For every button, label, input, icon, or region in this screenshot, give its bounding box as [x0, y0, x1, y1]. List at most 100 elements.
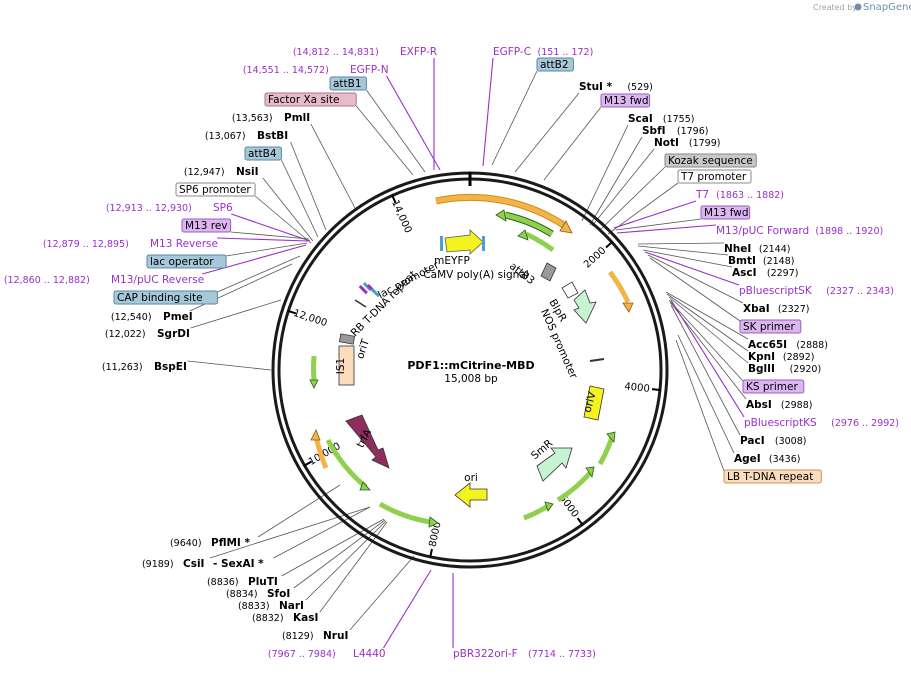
plasmid-size: 15,008 bp: [444, 373, 498, 385]
label-name: ScaI: [628, 113, 653, 125]
leader-line: [281, 518, 385, 577]
leader-line: [668, 296, 749, 364]
label-name: BspEI: [154, 361, 187, 373]
label-box: [664, 153, 757, 168]
label-box: [742, 379, 805, 394]
label-range: (529): [627, 82, 653, 93]
label-box: [113, 290, 218, 305]
label-name: LB T-DNA repeat: [727, 471, 813, 483]
label-name: Acc65I: [748, 339, 787, 351]
label-name: T7: [695, 189, 709, 201]
label-t7prom: T7 promoter: [677, 169, 752, 184]
label-name: CsiI: [183, 558, 204, 570]
label-name: SK primer: [743, 321, 795, 333]
label-name: M13/pUC Reverse: [111, 274, 204, 286]
leader-line: [637, 245, 729, 256]
leader-line: [589, 136, 643, 226]
leader-line: [677, 334, 735, 454]
leader-line: [216, 237, 309, 242]
feature-arrowhead-green-1: [495, 209, 507, 222]
leader-line: [293, 519, 386, 589]
label-name: StuI *: [579, 81, 613, 93]
leader-line: [273, 506, 371, 559]
label-range: (13,563): [232, 113, 273, 124]
label-name: SP6 promoter: [179, 184, 251, 196]
inner-label-rb-tdna: RB T-DNA repeat: [349, 269, 420, 340]
plasmid-name: PDF1::mCitrine-MBD: [407, 359, 534, 372]
label-lacop: lac operator: [146, 254, 227, 269]
label-name: CAP binding site: [117, 292, 203, 304]
label-kozak: Kozak sequence: [664, 153, 757, 168]
label-range: (12,540): [111, 312, 152, 323]
label-absi: AbsI(2988): [746, 399, 812, 411]
feature-arrowhead-green-2: [517, 229, 529, 241]
feature-arc-green-1: [504, 212, 554, 237]
feature-lb-marker: [589, 358, 605, 362]
label-egfp-n: EGFP-N(14,551 .. 14,572): [243, 64, 389, 76]
label-name: attB2: [540, 59, 569, 71]
label-pbr322ori: pBR322ori-F(7714 .. 7733): [453, 648, 596, 660]
leader-line: [675, 339, 725, 472]
label-name: PacI: [740, 435, 765, 447]
feature-attb-marker: [440, 236, 443, 251]
label-range: (2327 .. 2343): [826, 286, 894, 297]
leader-line: [231, 213, 311, 242]
leader-line: [190, 299, 282, 329]
label-name: NruI: [323, 630, 348, 642]
tick-label: 4000: [624, 381, 650, 395]
label-name: SP6: [213, 202, 233, 214]
label-pmei: PmeI(12,540): [111, 311, 193, 323]
feature-is1: [338, 345, 355, 386]
feature-attb-marker-2: [482, 236, 485, 251]
inner-label-orit: oriT: [354, 337, 372, 360]
feature-arrowhead-green-6: [428, 516, 439, 528]
leader-line: [616, 224, 717, 234]
feature-lac-cluster: [358, 282, 380, 298]
label-acc65i: Acc65I(2888): [748, 339, 828, 351]
label-range: (1898 .. 1920): [815, 226, 883, 237]
label-nrui: NruI(8129): [282, 630, 348, 642]
label-name: NheI: [724, 243, 751, 255]
label-name: L4440: [353, 648, 386, 660]
feature-arrowhead-green-3: [606, 431, 616, 443]
label-box: [600, 93, 651, 108]
label-name: KpnI: [748, 351, 775, 363]
label-range: (13,067): [205, 131, 246, 142]
tick-mark: [287, 309, 297, 315]
leader-line: [262, 177, 314, 242]
label-sp6: SP6(12,913 .. 12,930): [106, 202, 233, 214]
label-name: M13/pUC Forward: [716, 225, 809, 237]
feature-arrowhead-orange-left: [310, 429, 321, 441]
label-range: (7967 .. 7984): [268, 649, 336, 660]
tick-mark: [429, 548, 433, 559]
label-bstbi: BstBI(13,067): [205, 130, 288, 142]
label-kasi: KasI (8832): [252, 612, 318, 624]
feature-ori: [454, 482, 488, 508]
feature-orit-block: [338, 333, 356, 345]
feature-rb-marker: [354, 299, 367, 308]
label-m13puc-fwd: M13/pUC Forward (1898 .. 1920): [716, 225, 883, 237]
tick-mark: [576, 517, 584, 526]
label-range: (12,879 .. 12,895): [43, 239, 129, 250]
label-kpni: KpnI (2892): [748, 351, 814, 363]
label-range: (11,263): [102, 362, 143, 373]
label-pbluescriptks: pBluescriptKS(2976 .. 2992): [744, 417, 899, 429]
label-range: (8832): [252, 613, 284, 624]
leader-line: [366, 89, 426, 173]
label-box: [536, 57, 574, 72]
label-range: (2144): [759, 244, 791, 255]
leader-line: [613, 200, 697, 229]
feature-arc-orange-right: [607, 270, 631, 304]
label-range: (2892): [783, 352, 815, 363]
feature-arc-green-6: [378, 501, 431, 525]
label-name: - SexAI *: [213, 558, 264, 570]
label-name: KasI: [293, 612, 318, 624]
label-name: M13 Reverse: [150, 238, 218, 250]
label-range: (12,947): [184, 167, 225, 178]
label-range: (2297): [767, 268, 799, 279]
label-name: EXFP-R: [400, 46, 437, 58]
label-m13fwd-a: M13 fwd: [600, 93, 651, 108]
label-name: pBR322ori-F: [453, 648, 518, 660]
label-attb4: attB4: [244, 146, 282, 161]
label-name: EGFP-C: [493, 46, 531, 58]
